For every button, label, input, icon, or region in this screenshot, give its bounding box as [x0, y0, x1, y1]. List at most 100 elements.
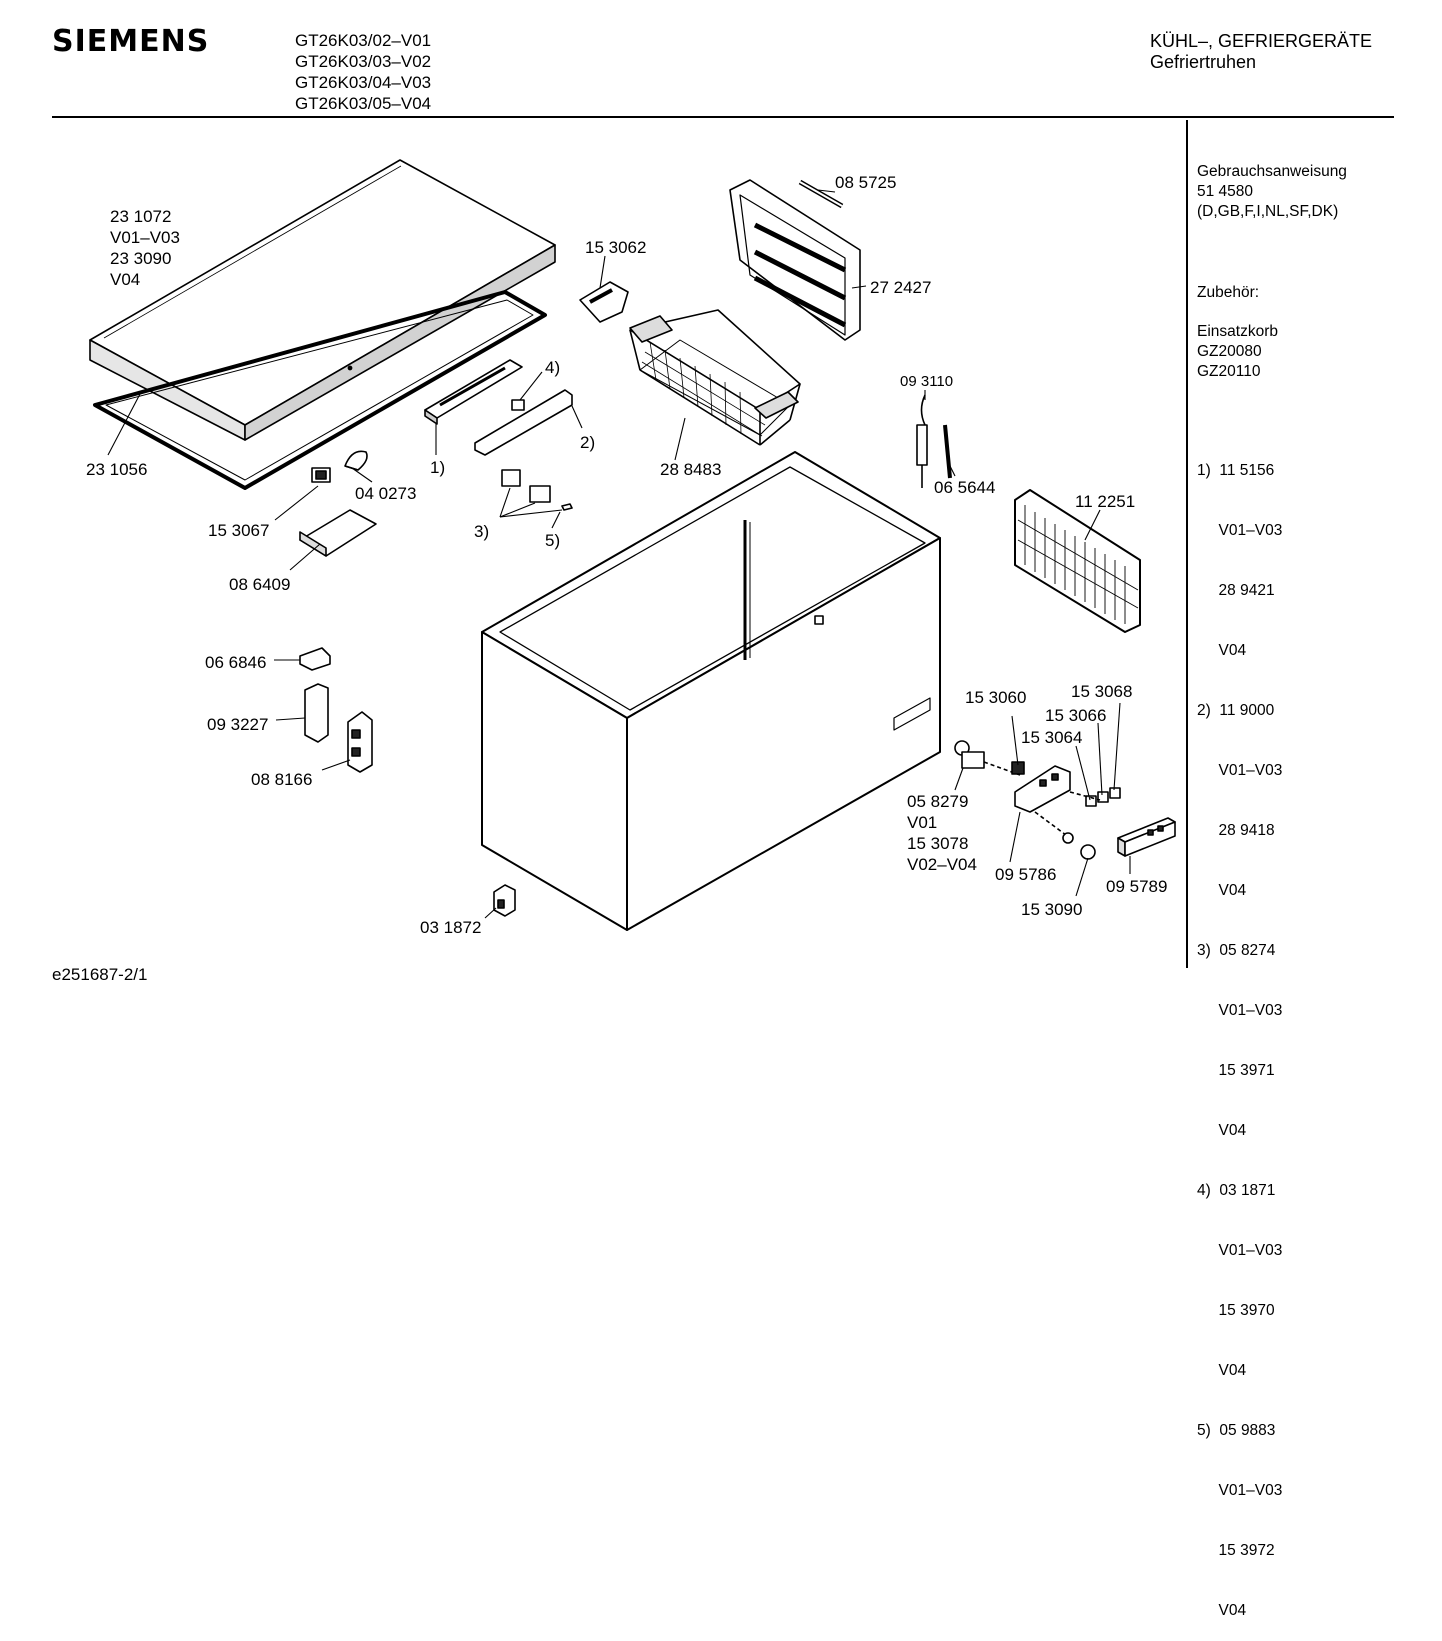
part-label-knob: 15 3090 [1021, 900, 1083, 919]
part-label-screw: 5) [545, 531, 561, 550]
pin-drawing [511, 399, 525, 411]
leader-lines [107, 189, 1131, 919]
model-code: GT26K03/05–V04 [295, 94, 432, 113]
note-line: 15 3971 [1197, 1062, 1275, 1079]
part-number: 23 3090 [110, 249, 172, 268]
note-line: 28 9421 [1197, 582, 1275, 599]
part-label-lamp-a: 15 3060 [965, 688, 1027, 707]
part-label-sensor-1: 09 3110 [900, 373, 954, 390]
small-lamps-drawing [1034, 787, 1121, 839]
note-line: 2) 11 9000 [1197, 702, 1275, 719]
manual-title: Gebrauchsanweisung [1197, 163, 1347, 180]
manual-number: 51 4580 [1197, 183, 1254, 200]
hinge-drawing [347, 711, 373, 773]
part-label-shelf-bar: 2) [580, 433, 596, 452]
part-label-door-shelf: 1) [430, 458, 446, 477]
freezer-door-drawing [729, 179, 861, 341]
note-line: 1) 11 5156 [1197, 462, 1275, 479]
part-label-panel: 09 5789 [1106, 877, 1168, 896]
part-label-switch: 15 3067 [208, 521, 270, 540]
part-label-lamp-cover: 08 6409 [229, 575, 291, 594]
part-label-sensor-2: 06 5644 [934, 478, 996, 497]
part-number: 15 3078 [907, 834, 969, 853]
tube-drawing [798, 179, 844, 209]
model-code: GT26K03/04–V03 [295, 73, 432, 92]
part-label-pin: 4) [545, 358, 561, 377]
part-label-gasket: 23 1056 [86, 460, 148, 479]
header-divider [52, 116, 1394, 118]
part-label-hinge: 08 8166 [251, 770, 313, 789]
category-main: KÜHL–, GEFRIERGERÄTE [1150, 31, 1373, 51]
note-line: V04 [1197, 642, 1247, 659]
category-sub: Gefriertruhen [1150, 52, 1257, 72]
note-line: V01–V03 [1197, 1002, 1283, 1019]
note-line: V04 [1197, 1122, 1247, 1139]
sensor-2-drawing [943, 424, 952, 479]
note-line: 28 9418 [1197, 822, 1275, 839]
model-code: GT26K03/03–V02 [295, 52, 432, 71]
manual-languages: (D,GB,F,I,NL,SF,DK) [1197, 203, 1339, 220]
note-line: V04 [1197, 1602, 1247, 1619]
part-number: 05 8279 [907, 792, 969, 811]
handle-drawing [579, 281, 629, 323]
chest-drawing [481, 451, 941, 931]
category-title: KÜHL–, GEFRIERGERÄTE Gefriertruhen [1150, 31, 1372, 73]
hinge-clip-drawing [299, 647, 331, 671]
part-number: 23 1072 [110, 207, 172, 226]
foot-drawing [493, 884, 516, 917]
note-line: 15 3970 [1197, 1302, 1275, 1319]
part-label-foot: 03 1872 [420, 918, 482, 937]
lid-drawing [89, 159, 556, 441]
knob-drawing [1062, 832, 1096, 860]
note-line: V01–V03 [1197, 1242, 1283, 1259]
manual-info: Gebrauchsanweisung 51 4580 (D,GB,F,I,NL,… [1197, 162, 1347, 222]
part-label-hinge-cover: 09 3227 [207, 715, 269, 734]
brand-logo: SIEMENS [52, 24, 210, 59]
basket-drawing [629, 309, 801, 446]
part-number: V01 [907, 813, 938, 832]
panel-drawing [1117, 817, 1176, 857]
control-box-drawing [1014, 765, 1071, 813]
accessory-code: GZ20110 [1197, 363, 1261, 380]
part-number: V01–V03 [110, 228, 180, 247]
note-line: V01–V03 [1197, 1482, 1283, 1499]
note-line: V04 [1197, 1362, 1247, 1379]
part-label-lid: 23 1072 V01–V03 23 3090 V04 [110, 206, 180, 290]
part-label-hinge-clip: 06 6846 [205, 653, 267, 672]
bulb-drawing [344, 450, 368, 471]
part-number: V04 [110, 270, 141, 289]
thermostat-drawing [954, 740, 1021, 776]
model-list: GT26K03/02–V01 GT26K03/03–V02 GT26K03/04… [295, 30, 431, 114]
accessory-code: GZ20080 [1197, 343, 1262, 360]
grille-drawing [1014, 489, 1141, 633]
exploded-drawing [89, 159, 1176, 931]
sidebar-divider [1186, 120, 1188, 968]
part-number: V02–V04 [907, 855, 977, 874]
part-label-tube: 08 5725 [835, 173, 897, 192]
part-label-lamp-d: 15 3064 [1021, 728, 1083, 747]
hinge-cover-drawing [304, 683, 329, 743]
switch-drawing [311, 467, 331, 483]
part-label-lamp-b: 15 3068 [1071, 682, 1133, 701]
part-label-bulb: 04 0273 [355, 484, 417, 503]
note-line: 3) 05 8274 [1197, 942, 1276, 959]
part-label-lamp-c: 15 3066 [1045, 706, 1107, 725]
part-label-clips: 3) [474, 522, 490, 541]
document-id: e251687-2/1 [52, 965, 148, 984]
accessory-name: Einsatzkorb [1197, 323, 1278, 340]
part-label-basket: 28 8483 [660, 460, 722, 479]
part-label-handle: 15 3062 [585, 238, 647, 257]
part-label-grille: 11 2251 [1075, 492, 1136, 511]
note-line: 15 3972 [1197, 1542, 1275, 1559]
clips-drawing [501, 469, 573, 511]
part-label-freezer-door: 27 2427 [870, 278, 932, 297]
sensor-1-drawing [916, 394, 928, 488]
note-line: V01–V03 [1197, 762, 1283, 779]
note-line: 4) 03 1871 [1197, 1182, 1276, 1199]
note-line: V04 [1197, 882, 1247, 899]
part-label-thermostat: 05 8279 V01 15 3078 V02–V04 [907, 791, 977, 875]
shelf-bar-drawing [474, 389, 573, 456]
model-code: GT26K03/02–V01 [295, 31, 432, 50]
note-line: V01–V03 [1197, 522, 1283, 539]
accessories-title: Zubehör: [1197, 284, 1260, 301]
